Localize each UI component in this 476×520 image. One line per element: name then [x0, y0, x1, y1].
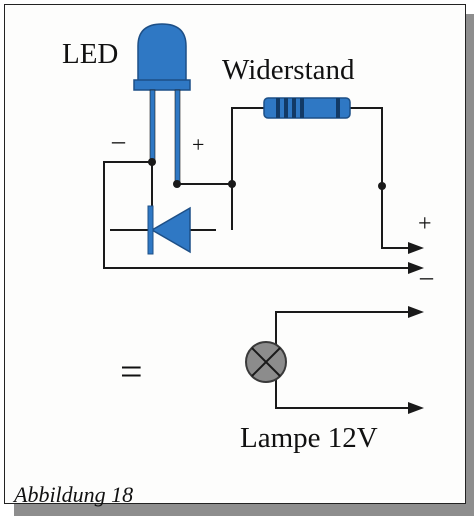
resistor-symbol [263, 97, 351, 119]
diode-symbol [147, 205, 191, 255]
lamp-symbol [245, 341, 287, 383]
led-label: LED [62, 38, 119, 70]
led-symbol [133, 23, 191, 183]
output-minus-label: – [420, 262, 433, 291]
led-minus-label: – [112, 126, 125, 155]
figure-frame [4, 4, 466, 504]
junction-dots [148, 158, 386, 190]
equals-sign: = [120, 349, 143, 394]
lamp-label: Lampe 12V [240, 422, 378, 454]
figure-caption: Abbildung 18 [14, 482, 134, 507]
output-arrows [408, 242, 424, 414]
led-plus-label: + [192, 132, 205, 157]
frame-shadow-right [466, 14, 474, 516]
output-plus-label: + [418, 211, 432, 237]
frame-shadow-bottom [14, 504, 472, 516]
resistor-label: Widerstand [222, 54, 355, 86]
